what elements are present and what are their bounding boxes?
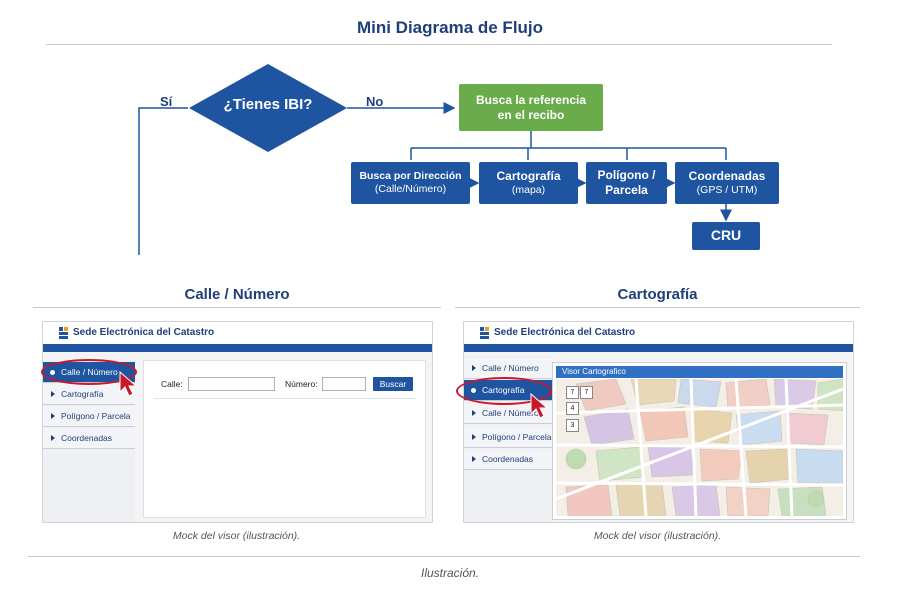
footer-caption: Ilustración.: [420, 566, 480, 580]
yes-label: Sí: [160, 94, 173, 109]
catastro-logo-icon: [59, 327, 69, 339]
cursor-arrow-icon: [530, 392, 549, 419]
menu-poligono-parcela[interactable]: Polígono / Parcela: [464, 427, 556, 448]
map-viewer-title: Visor Cartografico: [556, 366, 843, 378]
menu-label: Calle / Número: [482, 363, 539, 373]
menu-label: Cartografía: [61, 389, 104, 399]
menu-label: Coordenadas: [61, 433, 113, 443]
caret-right-icon: [51, 435, 55, 441]
option-line2: Parcela: [605, 183, 648, 197]
cursor-arrow-icon: [119, 370, 138, 397]
option-line1: Cartografía: [496, 168, 561, 183]
app-title: Sede Electrónica del Catastro: [494, 327, 636, 338]
calle-input[interactable]: [188, 377, 275, 391]
caret-right-icon: [51, 391, 55, 397]
mock-blue-bar: [464, 344, 853, 352]
reference-box: Busca la referencia en el recibo: [459, 84, 603, 131]
numero-label: Número:: [285, 379, 318, 389]
menu-coordenadas[interactable]: Coordenadas: [464, 449, 556, 470]
option-line2: (GPS / UTM): [696, 183, 758, 196]
highlight-circle: [456, 377, 552, 405]
caret-right-icon: [472, 410, 476, 416]
option-direccion: Busca por Dirección (Calle/Número): [351, 162, 470, 204]
map-control-2[interactable]: 7: [580, 386, 593, 399]
right-caption: Mock del visor (ilustración).: [593, 530, 722, 542]
mock-header: Sede Electrónica del Catastro: [43, 322, 432, 344]
title-divider: [46, 44, 832, 45]
caret-right-icon: [472, 456, 476, 462]
no-label: No: [366, 94, 384, 109]
menu-cartografia[interactable]: Cartografía: [43, 384, 135, 405]
cru-box: CRU: [692, 222, 760, 250]
reference-line2: en el recibo: [497, 107, 565, 122]
menu-poligono-parcela[interactable]: Polígono / Parcela: [43, 406, 135, 427]
menu-label: Polígono / Parcela: [61, 411, 131, 421]
map-control-4[interactable]: 3: [566, 419, 579, 432]
flow-connectors: [138, 64, 732, 255]
option-line2: (mapa): [511, 183, 546, 196]
app-title: Sede Electrónica del Catastro: [73, 327, 215, 338]
catastro-logo-icon: [480, 327, 490, 339]
option-line1: Polígono /: [597, 168, 656, 182]
decision-label: ¿Tienes IBI?: [223, 96, 313, 113]
numero-input[interactable]: [322, 377, 366, 391]
caret-right-icon: [51, 413, 55, 419]
left-mock-window: Sede Electrónica del Catastro Calle / Nú…: [41, 321, 433, 523]
menu-label: Coordenadas: [482, 454, 534, 464]
form-divider: [154, 398, 415, 399]
caret-right-icon: [472, 365, 476, 371]
calle-label: Calle:: [161, 379, 183, 389]
menu-label: Polígono / Parcela: [482, 432, 552, 442]
caret-right-icon: [472, 434, 476, 440]
highlight-circle: [41, 359, 137, 385]
right-section-divider: [455, 307, 860, 308]
search-button[interactable]: Buscar: [373, 377, 413, 391]
left-section-divider: [33, 307, 441, 308]
map-canvas[interactable]: [556, 379, 843, 516]
right-section-title: Cartografía: [617, 286, 698, 303]
search-panel: Calle: Número: Buscar: [143, 360, 426, 518]
option-line2: (Calle/Número): [374, 183, 447, 195]
decision-diamond: [189, 64, 347, 152]
menu-calle-numero[interactable]: Calle / Número: [464, 358, 556, 379]
option-cartografia: Cartografía (mapa): [479, 162, 578, 204]
menu-label: Calle / Número: [482, 408, 539, 418]
right-mock-window: Sede Electrónica del Catastro Calle / Nú…: [456, 321, 854, 523]
diagram-title: Mini Diagrama de Flujo: [356, 18, 544, 37]
reference-line1: Busca la referencia: [475, 92, 587, 107]
sidebar: Calle / Número Cartografía Polígono / Pa…: [43, 360, 135, 522]
option-poligono: Polígono / Parcela: [586, 162, 667, 204]
mock-blue-bar: [43, 344, 432, 352]
option-line1: Busca por Dirección: [359, 169, 462, 182]
left-section-title: Calle / Número: [184, 286, 290, 303]
left-caption: Mock del visor (ilustración).: [172, 530, 301, 542]
option-coordenadas: Coordenadas (GPS / UTM): [675, 162, 779, 204]
map-control-3[interactable]: 4: [566, 402, 579, 415]
option-line1: Coordenadas: [688, 168, 766, 183]
menu-coordenadas[interactable]: Coordenadas: [43, 428, 135, 449]
mock-header: Sede Electrónica del Catastro: [464, 322, 853, 344]
map-viewer[interactable]: Visor Cartografico: [552, 362, 847, 520]
map-control-1[interactable]: 7: [566, 386, 579, 399]
footer-divider: [28, 556, 860, 557]
